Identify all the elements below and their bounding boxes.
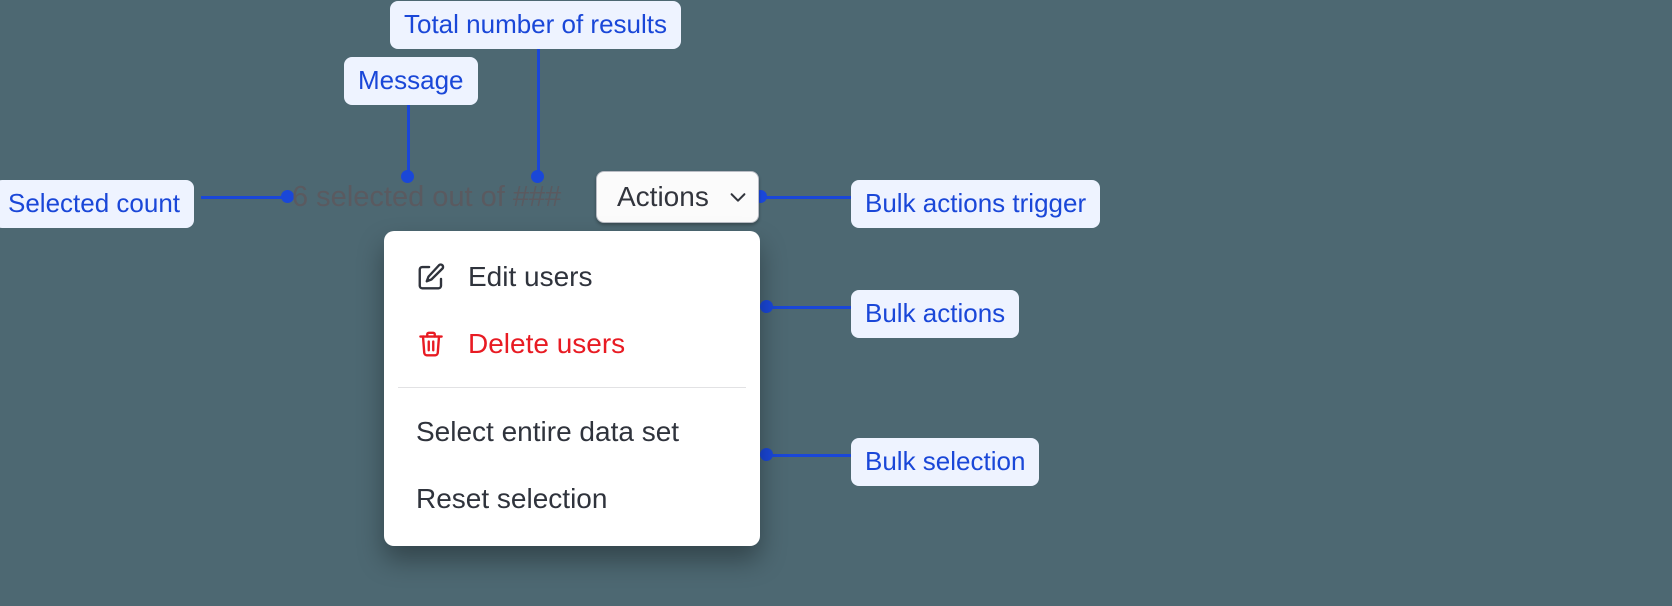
edit-pencil-square-icon xyxy=(416,262,446,292)
annotation-chip-bulk-selection: Bulk selection xyxy=(851,438,1040,486)
leader-dot-message xyxy=(401,170,414,183)
trash-icon xyxy=(416,329,446,359)
leader-line-message xyxy=(407,92,410,180)
menu-item-label: Reset selection xyxy=(416,482,608,514)
annotation-chip-bulk-actions-trigger: Bulk actions trigger xyxy=(851,180,1101,228)
selection-message: 6 selected out of ### xyxy=(292,181,562,213)
leader-dot-bulk-selection xyxy=(760,448,773,461)
leader-dot-bulk-actions xyxy=(760,300,773,313)
menu-item-label: Select entire data set xyxy=(416,415,680,447)
menu-item-label: Delete users xyxy=(468,327,626,359)
leader-dot-total-results xyxy=(531,170,544,183)
leader-line-bulk-selection xyxy=(766,454,856,457)
leader-line-bulk-actions-trigger xyxy=(760,196,855,199)
leader-dot-selected-count xyxy=(281,190,294,203)
bulk-actions-trigger-button[interactable]: Actions xyxy=(596,171,759,223)
bulk-selection-group: Select entire data set Reset selection xyxy=(384,398,760,532)
leader-line-total-results xyxy=(537,40,540,180)
bulk-actions-menu: Edit users Delete users Select xyxy=(384,231,760,546)
menu-item-edit-users[interactable]: Edit users xyxy=(384,243,760,310)
annotation-chip-total-results: Total number of results xyxy=(390,1,682,49)
menu-item-select-entire-data-set[interactable]: Select entire data set xyxy=(384,398,760,465)
chevron-down-icon xyxy=(727,186,749,208)
leader-line-bulk-actions xyxy=(766,306,856,309)
leader-line-selected-count xyxy=(201,196,291,199)
bulk-actions-group: Edit users Delete users xyxy=(384,243,760,377)
annotation-chip-message: Message xyxy=(344,57,478,105)
menu-item-reset-selection[interactable]: Reset selection xyxy=(384,465,760,532)
menu-item-label: Edit users xyxy=(468,260,593,292)
menu-divider xyxy=(398,387,746,388)
bulk-actions-trigger-label: Actions xyxy=(617,181,709,212)
annotation-chip-bulk-actions: Bulk actions xyxy=(851,290,1020,338)
annotation-chip-selected-count: Selected count xyxy=(0,180,195,228)
menu-item-delete-users[interactable]: Delete users xyxy=(384,310,760,377)
